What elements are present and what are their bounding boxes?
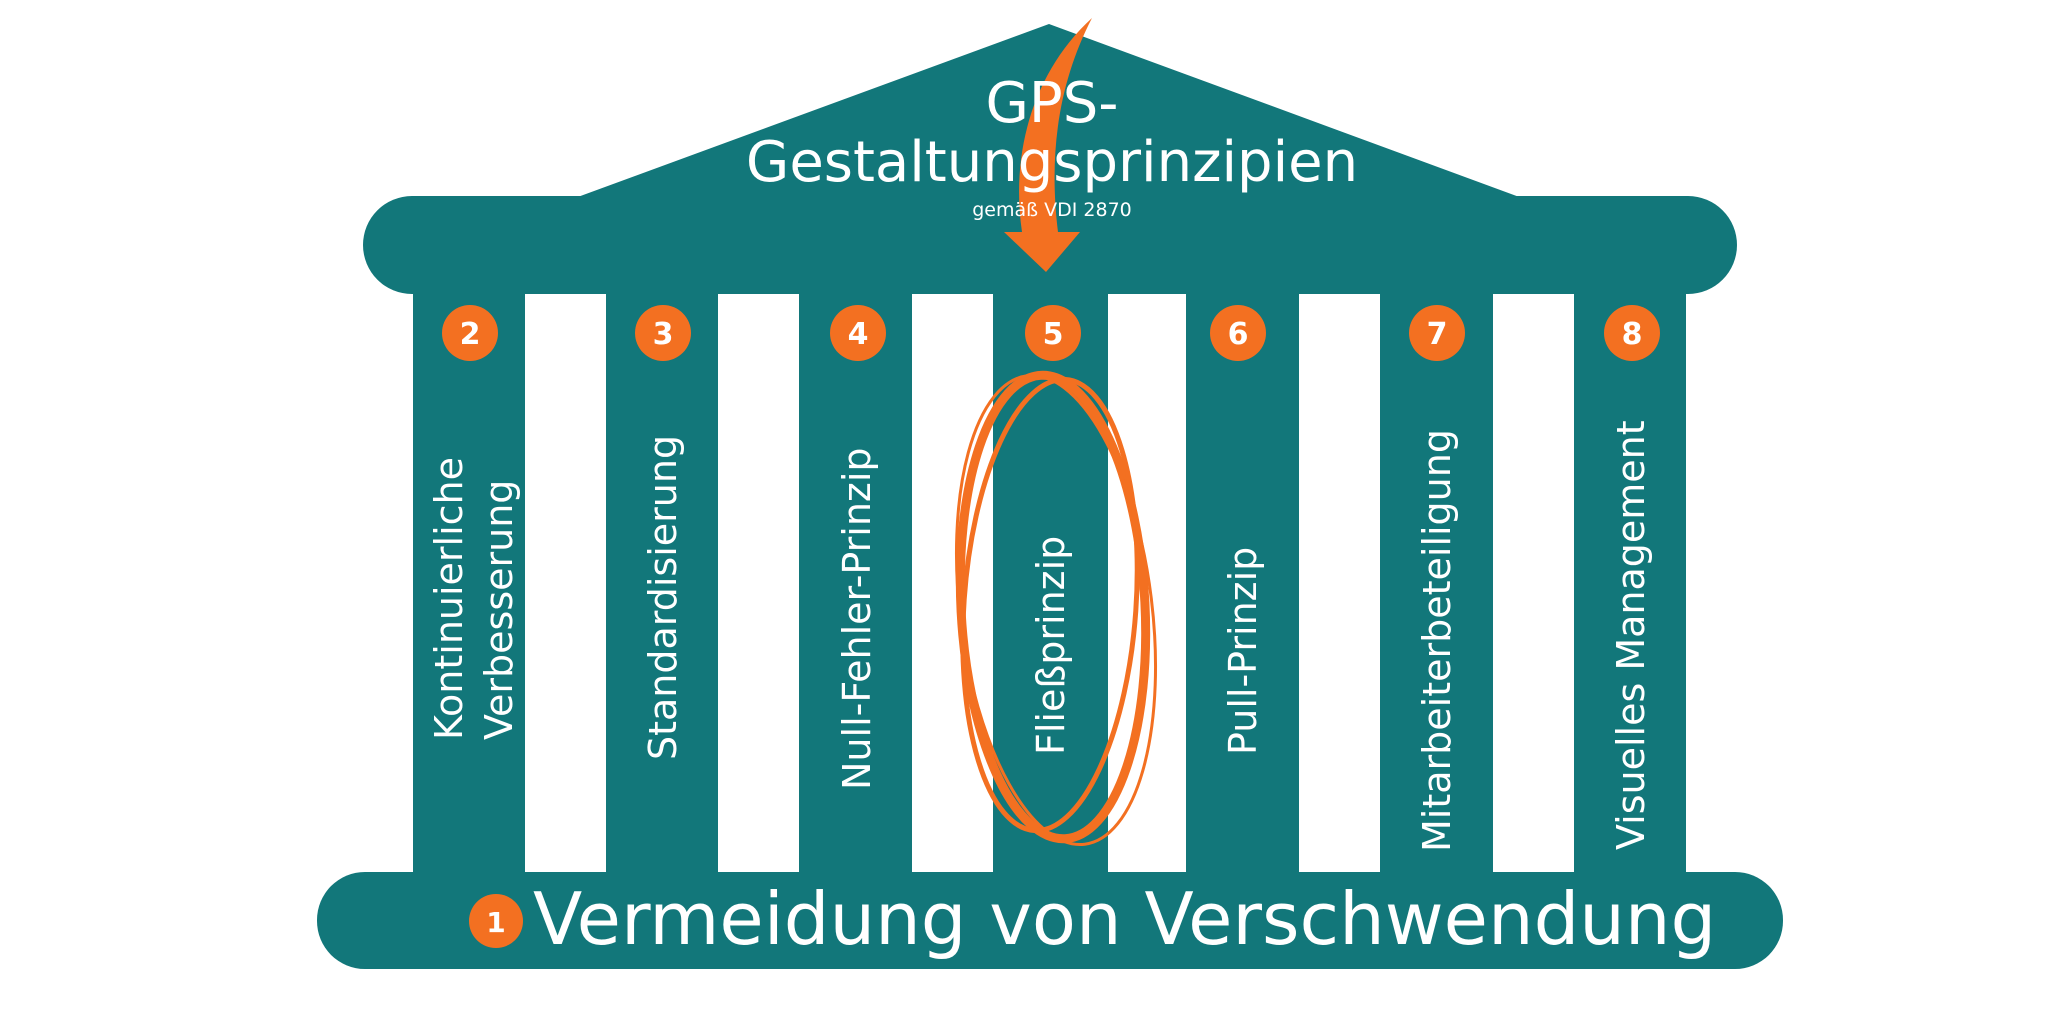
svg-text:4: 4 [848, 317, 869, 352]
number-badges: 2 3 4 5 6 7 8 [442, 305, 1660, 361]
pillar-label-2a: Kontinuierliche [427, 457, 471, 740]
subtitle: gemäß VDI 2870 [972, 199, 1132, 221]
badge-6: 6 [1210, 305, 1266, 361]
pillar-label-7: Mitarbeiterbeteiligung [1415, 429, 1459, 852]
foundation-badge: 1 [469, 894, 523, 948]
title-line-1: GPS- [986, 71, 1119, 136]
pillar-label-5: Fließprinzip [1029, 536, 1073, 755]
svg-text:7: 7 [1427, 317, 1448, 352]
pillar-7 [1380, 290, 1493, 880]
title-line-2: Gestaltungsprinzipien [746, 130, 1358, 195]
badge-5: 5 [1025, 305, 1081, 361]
pillar-3 [606, 290, 718, 880]
arrow-down-icon [1004, 18, 1092, 272]
svg-text:6: 6 [1228, 317, 1249, 352]
foundation [317, 872, 1783, 969]
badge-4: 4 [830, 305, 886, 361]
pillar-label-2b: Verbesserung [477, 480, 521, 740]
pillar-label-6: Pull-Prinzip [1221, 547, 1265, 755]
pillar-label-3: Standardisierung [641, 435, 685, 760]
svg-text:8: 8 [1622, 317, 1643, 352]
badge-7: 7 [1409, 305, 1465, 361]
badge-3: 3 [635, 305, 691, 361]
svg-text:5: 5 [1043, 317, 1064, 352]
pillar-8 [1574, 290, 1686, 880]
badge-8: 8 [1604, 305, 1660, 361]
pillar-label-4: Null-Fehler-Prinzip [835, 447, 879, 790]
pillar-4 [799, 290, 912, 880]
badge-2: 2 [442, 305, 498, 361]
svg-text:1: 1 [486, 906, 505, 939]
pillar-label-8: Visuelles Management [1609, 420, 1653, 850]
highlight-scribble [954, 370, 1158, 847]
foundation-label: Vermeidung von Verschwendung [533, 877, 1716, 961]
pillar-2 [413, 290, 525, 880]
pillar-6 [1186, 290, 1299, 880]
svg-text:3: 3 [653, 317, 674, 352]
svg-text:2: 2 [460, 317, 481, 352]
